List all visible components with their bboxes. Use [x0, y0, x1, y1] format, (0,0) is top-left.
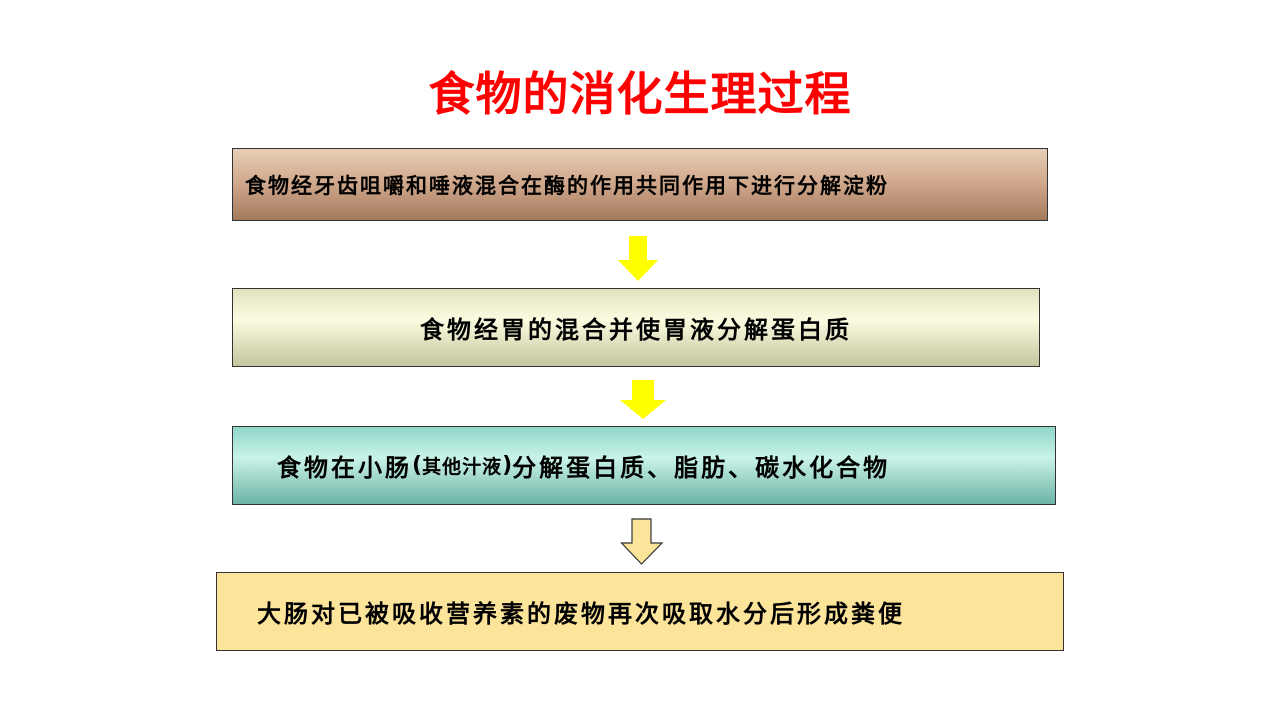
down-arrow-icon	[620, 518, 664, 565]
step-4-text: 大肠对已被吸收营养素的废物再次吸取水分后形成粪便	[257, 599, 905, 628]
step-2-text: 食物经胃的混合并使胃液分解蛋白质	[420, 315, 852, 344]
step-3-paren-open: (	[412, 453, 423, 478]
step-3-text-before: 食物在小肠	[277, 453, 412, 482]
down-arrow-icon	[620, 380, 666, 419]
down-arrow-icon	[618, 236, 658, 281]
step-3-box: 食物在小肠(其他汁液) 分解蛋白质、脂肪、碳水化合物	[232, 426, 1056, 505]
page-title: 食物的消化生理过程	[428, 67, 852, 121]
step-1-text: 食物经牙齿咀嚼和唾液混合在酶的作用共同作用下进行分解淀粉	[245, 172, 889, 198]
step-1-box: 食物经牙齿咀嚼和唾液混合在酶的作用共同作用下进行分解淀粉	[232, 148, 1048, 221]
step-2-box: 食物经胃的混合并使胃液分解蛋白质	[232, 288, 1040, 367]
step-3-paren-text: 其他汁液	[422, 456, 503, 478]
step-3-text-after: 分解蛋白质、脂肪、碳水化合物	[512, 453, 891, 482]
step-3-paren-close: )	[502, 453, 513, 478]
step-4-box: 大肠对已被吸收营养素的废物再次吸取水分后形成粪便	[216, 572, 1064, 651]
